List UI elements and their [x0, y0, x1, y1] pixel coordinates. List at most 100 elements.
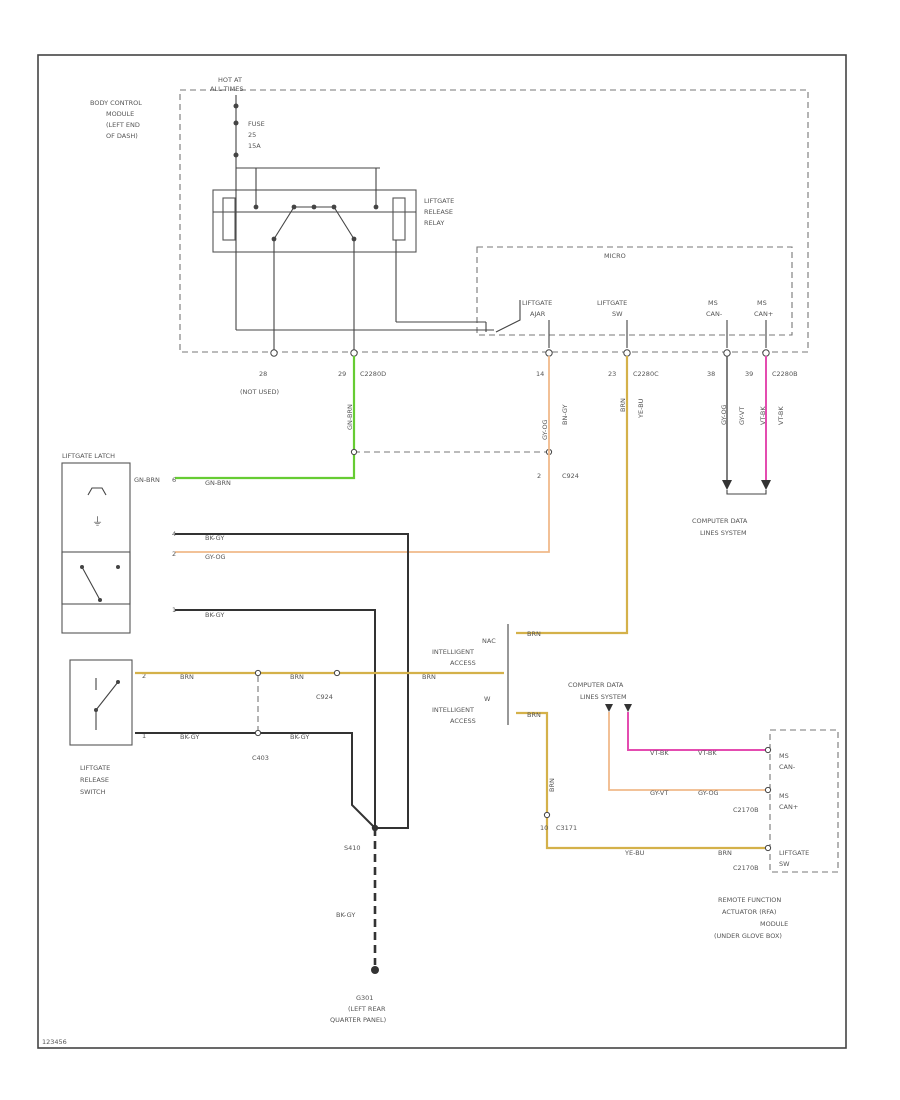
svg-text:VT-BK: VT-BK	[650, 749, 669, 757]
svg-text:LIFTGATE: LIFTGATE	[424, 197, 454, 205]
svg-text:INTELLIGENT: INTELLIGENT	[432, 706, 474, 714]
svg-text:MODULE: MODULE	[760, 920, 788, 928]
svg-text:RELAY: RELAY	[424, 219, 444, 227]
svg-text:1: 1	[172, 606, 176, 614]
svg-text:YE-BU: YE-BU	[637, 398, 645, 419]
svg-text:REMOTE FUNCTION: REMOTE FUNCTION	[718, 896, 781, 904]
wire-bk-gy-release: BK-GY BK-GY C403	[135, 676, 376, 829]
wire-bk-gy-latch: BK-GY BK-GY	[175, 533, 409, 829]
svg-text:RELEASE: RELEASE	[424, 208, 453, 216]
c924-pin-label: 2	[537, 472, 541, 480]
svg-text:BN-GY: BN-GY	[561, 404, 569, 425]
svg-text:COMPUTER DATA: COMPUTER DATA	[692, 517, 748, 525]
diagram-id: 123456	[42, 1038, 67, 1046]
svg-text:15A: 15A	[248, 142, 261, 150]
svg-text:BK-GY: BK-GY	[205, 534, 224, 542]
svg-text:C924: C924	[316, 693, 333, 701]
svg-text:LIFTGATE: LIFTGATE	[597, 299, 627, 307]
svg-text:GY-OG: GY-OG	[541, 419, 549, 440]
intelligent-access-labels: NAC INTELLIGENT ACCESS W INTELLIGENT ACC…	[432, 624, 509, 725]
bcm-connector-pins: 28 (NOT USED) 29 C2280D 14 23 C2280C 38 …	[240, 349, 798, 396]
liftgate-release-switch: 2 1 LIFTGATE RELEASE SWITCH	[69, 659, 146, 796]
svg-text:2: 2	[172, 550, 176, 558]
svg-text:GY-OG: GY-OG	[205, 553, 226, 561]
svg-text:28: 28	[259, 370, 267, 378]
svg-text:VT-BK: VT-BK	[759, 406, 767, 425]
wire-can-top: GY-OG GY-VT VT-BK VT-BK	[720, 356, 785, 495]
svg-text:39: 39	[745, 370, 753, 378]
svg-text:BRN: BRN	[422, 673, 436, 681]
svg-text:S410: S410	[344, 844, 361, 852]
svg-text:4: 4	[172, 530, 176, 538]
svg-text:GN-BRN: GN-BRN	[205, 479, 231, 487]
svg-text:C2170B: C2170B	[733, 806, 759, 814]
svg-text:C403: C403	[252, 754, 269, 762]
rfa-module: MS CAN- MS CAN+ LIFTGATE SW C2170B C2170…	[714, 729, 839, 940]
svg-text:BK-GY: BK-GY	[336, 911, 355, 919]
svg-text:GY-OG: GY-OG	[720, 404, 728, 425]
micro-label: MICRO	[604, 252, 626, 260]
svg-text:GY-VT: GY-VT	[738, 407, 746, 425]
svg-text:AJAR: AJAR	[530, 310, 546, 318]
svg-text:CAN+: CAN+	[779, 803, 798, 811]
wire-gn-brn: GN-BRN GN-BRN	[175, 356, 356, 487]
svg-text:38: 38	[707, 370, 715, 378]
svg-text:(LEFT END: (LEFT END	[106, 121, 140, 129]
wire-w-to-rfa: BRN BRN 10 C3171 YE-BU BRN	[516, 711, 766, 857]
svg-text:(UNDER GLOVE BOX): (UNDER GLOVE BOX)	[714, 932, 782, 940]
svg-text:LINES SYSTEM: LINES SYSTEM	[700, 529, 747, 537]
micro-boundary	[476, 246, 793, 336]
svg-text:29: 29	[338, 370, 346, 378]
svg-text:14: 14	[536, 370, 544, 378]
svg-text:COMPUTER DATA: COMPUTER DATA	[568, 681, 624, 689]
svg-text:BODY CONTROL: BODY CONTROL	[90, 99, 142, 107]
svg-text:MS: MS	[708, 299, 718, 307]
svg-text:SW: SW	[612, 310, 623, 318]
svg-text:C2280D: C2280D	[360, 370, 386, 378]
svg-text:INTELLIGENT: INTELLIGENT	[432, 648, 474, 656]
svg-text:BRN: BRN	[548, 778, 556, 792]
svg-text:G301: G301	[356, 994, 373, 1002]
svg-text:MS: MS	[779, 792, 789, 800]
svg-text:FUSE: FUSE	[248, 120, 265, 128]
liftgate-latch: LIFTGATE LATCH ⏚ GN-BRN 6 4 2 1	[61, 452, 176, 634]
bcm-label: BODY CONTROL MODULE (LEFT END OF DASH)	[90, 99, 142, 140]
svg-text:QUARTER PANEL): QUARTER PANEL)	[330, 1016, 386, 1024]
hot-at-label: HOT AT	[218, 76, 242, 84]
svg-text:2: 2	[142, 672, 146, 680]
svg-text:BRN: BRN	[619, 398, 627, 412]
svg-text:25: 25	[248, 131, 256, 139]
liftgate-release-relay: LIFTGATE RELEASE RELAY	[212, 167, 494, 350]
svg-text:W: W	[484, 695, 491, 703]
wire-brn-release: BRN BRN BRN C924	[135, 669, 504, 701]
c924-top-label: C924	[562, 472, 579, 480]
svg-text:LINES SYSTEM: LINES SYSTEM	[580, 693, 627, 701]
svg-text:CAN-: CAN-	[706, 310, 723, 318]
svg-text:BRN: BRN	[180, 673, 194, 681]
svg-text:BK-GY: BK-GY	[205, 611, 224, 619]
svg-text:C3171: C3171	[556, 824, 577, 832]
svg-text:GY-OG: GY-OG	[698, 789, 719, 797]
svg-text:YE-BU: YE-BU	[624, 849, 645, 857]
svg-text:BRN: BRN	[718, 849, 732, 857]
all-times-label: ALL TIMES	[210, 85, 243, 93]
svg-text:CAN+: CAN+	[754, 310, 773, 318]
svg-text:VT-BK: VT-BK	[698, 749, 717, 757]
svg-text:BRN: BRN	[527, 711, 541, 719]
svg-text:MS: MS	[779, 752, 789, 760]
computer-data-lines-top: COMPUTER DATA LINES SYSTEM	[692, 517, 748, 537]
svg-text:⏚: ⏚	[92, 515, 103, 528]
wire-ye-bu: BRN YE-BU BRN	[516, 356, 645, 638]
svg-text:MS: MS	[757, 299, 767, 307]
svg-text:NAC: NAC	[482, 637, 496, 645]
svg-text:GY-VT: GY-VT	[650, 789, 668, 797]
svg-text:C2280C: C2280C	[633, 370, 659, 378]
svg-text:GN-BRN: GN-BRN	[134, 476, 160, 484]
svg-text:RELEASE: RELEASE	[80, 776, 109, 784]
svg-text:ACTUATOR (RFA): ACTUATOR (RFA)	[722, 908, 776, 916]
ground-splice: S410 BK-GY G301 (LEFT REAR QUARTER PANEL…	[330, 824, 386, 1024]
svg-text:GN-BRN: GN-BRN	[346, 404, 354, 430]
svg-text:1: 1	[142, 732, 146, 740]
svg-text:(NOT USED): (NOT USED)	[240, 388, 279, 396]
